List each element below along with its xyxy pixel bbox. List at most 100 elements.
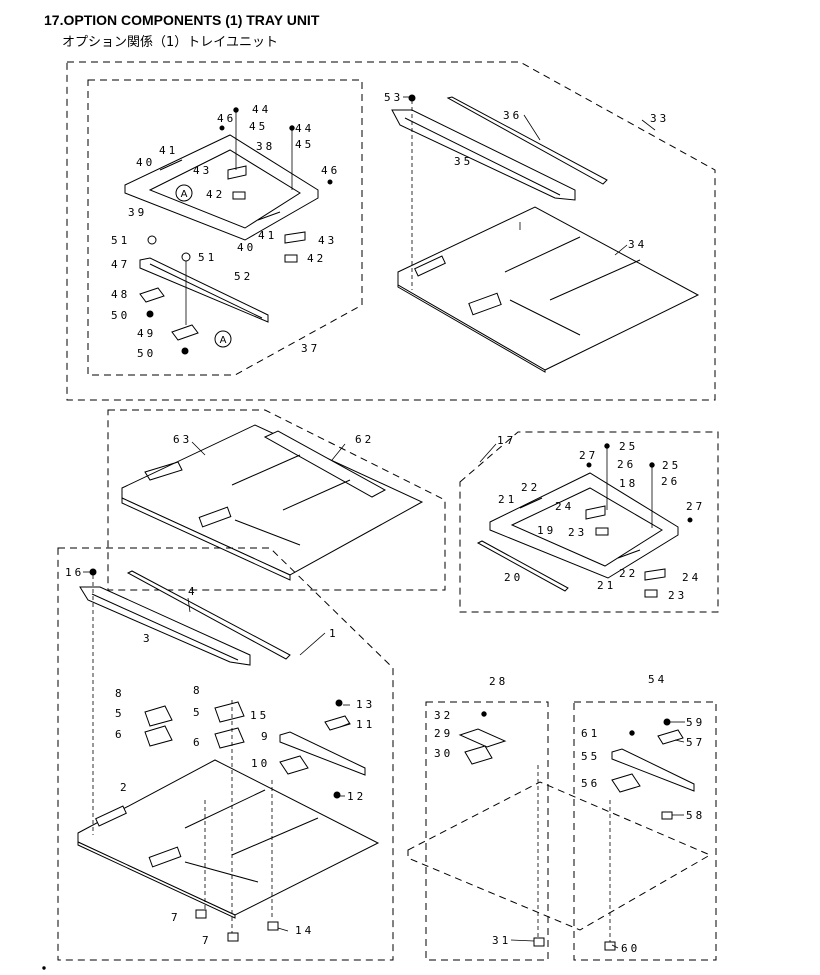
page-title: 17.OPTION COMPONENTS (1) TRAY UNIT bbox=[44, 12, 320, 28]
part-label-23b: 23 bbox=[668, 589, 687, 602]
part-label-15: 15 bbox=[250, 709, 269, 722]
part-label-37: 37 bbox=[301, 342, 320, 355]
part-label-22b: 22 bbox=[619, 567, 638, 580]
svg-text:A: A bbox=[181, 189, 188, 200]
part-label-27b: 27 bbox=[686, 500, 705, 513]
part-label-39: 39 bbox=[128, 206, 147, 219]
part-label-24a: 24 bbox=[555, 500, 574, 513]
part-label-44b: 44 bbox=[295, 122, 314, 135]
part-label-35: 35 bbox=[454, 155, 473, 168]
part-label-36: 36 bbox=[503, 109, 522, 122]
part-label-40a: 40 bbox=[136, 156, 155, 169]
part-label-7b: 7 bbox=[202, 934, 212, 947]
part-label-7a: 7 bbox=[171, 911, 181, 924]
part-label-32: 32 bbox=[434, 709, 453, 722]
part-label-55: 55 bbox=[581, 750, 600, 763]
part-label-56: 56 bbox=[581, 777, 600, 790]
part-label-28: 28 bbox=[489, 675, 508, 688]
part-label-20: 20 bbox=[504, 571, 523, 584]
part-label-44a: 44 bbox=[252, 103, 271, 116]
part-label-17: 17 bbox=[497, 434, 516, 447]
part-label-21b: 21 bbox=[597, 579, 616, 592]
group-28-assembly bbox=[407, 701, 712, 961]
part-label-34: 34 bbox=[628, 238, 647, 251]
part-label-54: 54 bbox=[648, 673, 667, 686]
part-label-22a: 22 bbox=[521, 481, 540, 494]
part-label-41a: 41 bbox=[159, 144, 178, 157]
reference-marker-a-bottom: A bbox=[214, 330, 232, 348]
part-label-2: 2 bbox=[120, 781, 130, 794]
part-label-41b: 41 bbox=[258, 229, 277, 242]
leader-lines bbox=[83, 96, 685, 949]
part-label-52: 52 bbox=[234, 270, 253, 283]
part-label-31: 31 bbox=[492, 934, 511, 947]
part-label-48: 48 bbox=[111, 288, 130, 301]
part-label-50b: 50 bbox=[137, 347, 156, 360]
reference-marker-a-top: A bbox=[175, 184, 193, 202]
part-label-43a: 43 bbox=[193, 164, 212, 177]
part-label-59: 59 bbox=[686, 716, 705, 729]
part-label-12: 12 bbox=[347, 790, 366, 803]
part-label-1: 1 bbox=[329, 627, 339, 640]
part-label-42a: 42 bbox=[206, 188, 225, 201]
part-label-11: 11 bbox=[356, 718, 375, 731]
part-label-25a: 25 bbox=[619, 440, 638, 453]
part-label-51b: 51 bbox=[198, 251, 217, 264]
part-label-47: 47 bbox=[111, 258, 130, 271]
part-label-10: 10 bbox=[251, 757, 270, 770]
part-label-9: 9 bbox=[261, 730, 271, 743]
part-label-14: 14 bbox=[295, 924, 314, 937]
part-label-43b: 43 bbox=[318, 234, 337, 247]
group-62-middle-tray bbox=[107, 409, 446, 591]
part-label-21a: 21 bbox=[498, 493, 517, 506]
part-label-18: 18 bbox=[619, 477, 638, 490]
group-54-assembly bbox=[573, 701, 717, 961]
part-label-42b: 42 bbox=[307, 252, 326, 265]
part-label-25b: 25 bbox=[662, 459, 681, 472]
part-number-labels: 1 2 3 4 5 5 6 6 7 7 8 8 9 10 11 12 13 14… bbox=[65, 91, 705, 955]
group-37-inner-bracket bbox=[87, 79, 363, 376]
part-label-13: 13 bbox=[356, 698, 375, 711]
part-label-40b: 40 bbox=[237, 241, 256, 254]
part-label-26b: 26 bbox=[661, 475, 680, 488]
part-label-8a: 8 bbox=[115, 687, 125, 700]
part-label-5b: 5 bbox=[193, 706, 203, 719]
part-label-57: 57 bbox=[686, 736, 705, 749]
part-label-5a: 5 bbox=[115, 707, 125, 720]
part-label-33: 33 bbox=[650, 112, 669, 125]
part-label-6a: 6 bbox=[115, 728, 125, 741]
part-label-45a: 45 bbox=[249, 120, 268, 133]
group-33-tray-assembly bbox=[66, 61, 716, 401]
svg-text:A: A bbox=[220, 335, 227, 346]
part-label-16: 16 bbox=[65, 566, 84, 579]
part-label-3: 3 bbox=[143, 632, 153, 645]
part-label-61: 61 bbox=[581, 727, 600, 740]
part-label-53: 53 bbox=[384, 91, 403, 104]
part-label-6b: 6 bbox=[193, 736, 203, 749]
part-label-62: 62 bbox=[355, 433, 374, 446]
part-label-27a: 27 bbox=[579, 449, 598, 462]
part-label-26a: 26 bbox=[617, 458, 636, 471]
part-label-8b: 8 bbox=[193, 684, 203, 697]
part-label-51a: 51 bbox=[111, 234, 130, 247]
part-label-49: 49 bbox=[137, 327, 156, 340]
part-label-19: 19 bbox=[537, 524, 556, 537]
page-subtitle: オプション関係（1）トレイユニット bbox=[62, 35, 279, 50]
part-label-23a: 23 bbox=[568, 526, 587, 539]
group-17-frame-assembly bbox=[459, 431, 719, 613]
part-label-4: 4 bbox=[188, 585, 198, 598]
part-label-24b: 24 bbox=[682, 571, 701, 584]
group-1-base-tray bbox=[57, 547, 394, 961]
part-label-63: 63 bbox=[173, 433, 192, 446]
part-label-30: 30 bbox=[434, 747, 453, 760]
page-mark bbox=[42, 966, 46, 970]
part-label-38: 38 bbox=[256, 140, 275, 153]
part-label-50a: 50 bbox=[111, 309, 130, 322]
part-label-45b: 45 bbox=[295, 138, 314, 151]
part-label-60: 60 bbox=[621, 942, 640, 955]
part-label-46b: 46 bbox=[321, 164, 340, 177]
part-label-29: 29 bbox=[434, 727, 453, 740]
part-label-58: 58 bbox=[686, 809, 705, 822]
part-label-46a: 46 bbox=[217, 112, 236, 125]
